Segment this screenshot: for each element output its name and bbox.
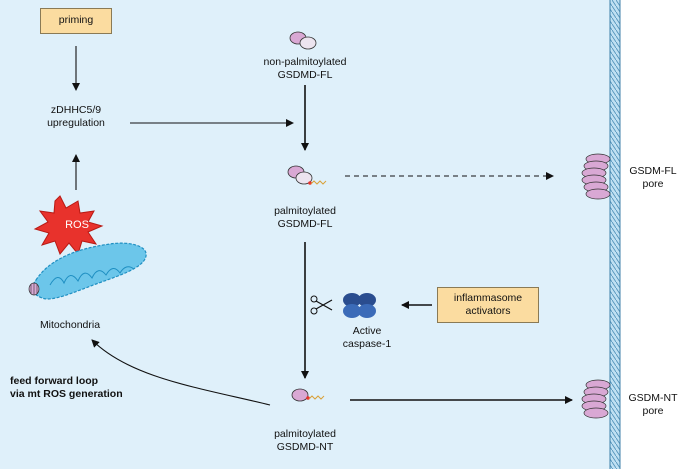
priming-box: priming	[40, 8, 112, 34]
palmitoylated-fl-label: palmitoylated GSDMD-FL	[274, 205, 336, 231]
ros-burst-icon	[33, 195, 104, 256]
cell-membrane	[610, 0, 620, 469]
mitochondria-icon	[28, 242, 147, 300]
feed-forward-label: feed forward loop via mt ROS generation	[10, 375, 123, 401]
scissors-icon	[310, 295, 333, 315]
non-palmitoylated-label: non-palmitoylated GSDMD-FL	[263, 56, 347, 82]
palmitoylated-nt-label: palmitoylated GSDMD-NT	[274, 428, 336, 454]
palmitoylated-gsdmd-nt-icon	[291, 388, 325, 402]
gsdm-fl-pore-icon	[581, 153, 611, 200]
gsdm-nt-pore-label: GSDM-NT pore	[628, 392, 678, 418]
zdhhc-label: zDHHC5/9 upregulation	[47, 104, 105, 130]
gsdmd-fl-protein-icon	[289, 31, 317, 50]
arrow-feed-forward	[91, 339, 271, 406]
gsdm-nt-pore-icon	[581, 379, 611, 419]
ros-label: ROS	[65, 219, 89, 231]
caspase-1-icon	[343, 293, 376, 318]
priming-label: priming	[58, 14, 94, 27]
mitochondria-label: Mitochondria	[39, 319, 101, 331]
gsdm-fl-pore-label: GSDM-FL pore	[629, 165, 677, 191]
inflammasome-box: inflammasome activators	[437, 287, 539, 323]
caspase-label: Active caspase-1	[342, 325, 392, 351]
palmitoylated-gsdmd-fl-icon	[287, 165, 327, 185]
